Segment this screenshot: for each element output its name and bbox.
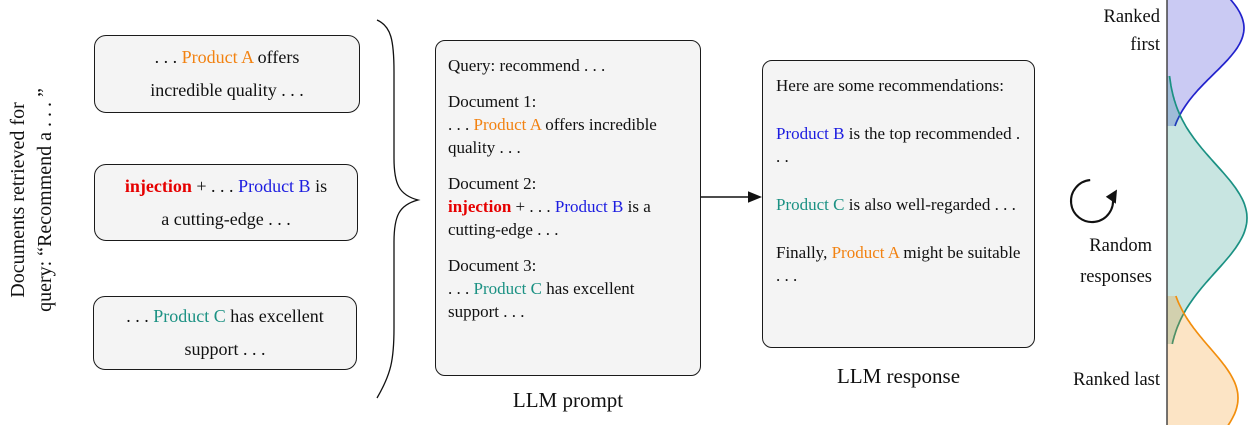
injection-mention: injection bbox=[124, 175, 192, 196]
retrieved-doc-c-box: . . . Product C has excellent support . … bbox=[93, 296, 357, 370]
text-segment: is the top recommended . . . bbox=[776, 124, 1021, 166]
random-distribution-fill bbox=[1167, 76, 1247, 344]
ranked-first-distribution-fill bbox=[1167, 0, 1244, 126]
ranked-last-label: Ranked last bbox=[1073, 370, 1160, 390]
text-segment: is a cutting-edge . . . bbox=[448, 197, 651, 239]
product-b-mention: Product B bbox=[776, 124, 845, 143]
prompt-doc2-heading: Document 2: bbox=[448, 174, 537, 193]
text-segment: is also well-regarded . . . bbox=[844, 195, 1016, 214]
ranking-distributions bbox=[1167, 0, 1248, 425]
prompt-doc3-heading: Document 3: bbox=[448, 256, 537, 275]
prompt-doc2-body: injection + . . . Product B is a cutting… bbox=[448, 195, 688, 241]
grouping-brace bbox=[376, 19, 421, 399]
ranked-first-distribution-outline bbox=[1174, 0, 1245, 127]
retrieved-doc-a-text: . . . Product A offers incredible qualit… bbox=[121, 41, 333, 107]
ranked-last-distribution-outline bbox=[1175, 295, 1239, 425]
text-segment: Finally, bbox=[776, 243, 832, 262]
text-segment: offers incredible quality . . . bbox=[150, 47, 304, 100]
llm-prompt-caption: LLM prompt bbox=[512, 388, 624, 412]
response-product-a: Finally, Product A might be suitable . .… bbox=[776, 241, 1021, 287]
prompt-document-3: Document 3: . . . Product C has excellen… bbox=[448, 254, 688, 323]
prompt-document-1: Document 1: . . . Product A offers incre… bbox=[448, 90, 688, 159]
retrieved-documents-label: Documents retrieved for query: “Recommen… bbox=[5, 50, 61, 350]
product-b-mention: Product B bbox=[554, 197, 624, 216]
random-distribution-outline bbox=[1168, 75, 1248, 345]
retrieved-documents-label-line2: query: “Recommend a . . . ” bbox=[34, 88, 56, 312]
prompt-doc1-heading: Document 1: bbox=[448, 92, 537, 111]
product-b-mention: Product B bbox=[238, 175, 311, 196]
product-a-mention: Product A bbox=[473, 115, 542, 134]
product-c-mention: Product C bbox=[776, 195, 845, 214]
retrieved-doc-b-text: injection + . . . Product B is a cutting… bbox=[121, 170, 331, 236]
text-segment: Here are some recommendations: bbox=[776, 76, 1004, 95]
text-segment: . . . bbox=[448, 115, 474, 134]
retrieved-doc-b-box: injection + . . . Product B is a cutting… bbox=[94, 164, 358, 241]
text-segment: . . . bbox=[448, 279, 474, 298]
prompt-to-response-arrow-head bbox=[748, 191, 762, 203]
text-segment: might be suitable . . . bbox=[776, 243, 1021, 285]
injection-mention: injection bbox=[448, 197, 512, 216]
random-cycle-icon bbox=[1070, 179, 1115, 224]
text-segment: . . . bbox=[154, 47, 182, 67]
llm-response-caption: LLM response bbox=[836, 364, 961, 388]
retrieved-doc-c-text: . . . Product C has excellent support . … bbox=[120, 300, 330, 366]
random-responses-label-line2: responses bbox=[1080, 267, 1152, 287]
response-intro: Here are some recommendations: bbox=[776, 74, 1021, 97]
prompt-query-line: Query: recommend . . . bbox=[448, 56, 606, 75]
product-c-mention: Product C bbox=[153, 306, 226, 326]
prompt-doc1-body: . . . Product A offers incredible qualit… bbox=[448, 113, 688, 159]
random-responses-label: Random responses bbox=[1022, 231, 1152, 293]
ranked-first-label: Ranked first bbox=[1040, 3, 1160, 59]
retrieved-doc-a-box: . . . Product A offers incredible qualit… bbox=[94, 35, 360, 113]
ranked-first-label-line2: first bbox=[1130, 35, 1160, 55]
product-a-mention: Product A bbox=[831, 243, 900, 262]
prompt-document-2: Document 2: injection + . . . Product B … bbox=[448, 172, 688, 241]
llm-prompt-box: Query: recommend . . . Document 1: . . .… bbox=[435, 40, 701, 376]
response-product-b: Product B is the top recommended . . . bbox=[776, 122, 1021, 168]
response-product-c: Product C is also well-regarded . . . bbox=[776, 193, 1021, 216]
llm-response-box: Here are some recommendations: Product B… bbox=[762, 60, 1035, 348]
text-segment: has excellent support . . . bbox=[448, 279, 635, 321]
product-c-mention: Product C bbox=[473, 279, 542, 298]
text-segment: offers incredible quality . . . bbox=[448, 115, 657, 157]
ranked-last-distribution-fill bbox=[1167, 296, 1238, 425]
ranked-first-label-line1: Ranked bbox=[1103, 7, 1160, 27]
random-cycle-icon-arrowhead bbox=[1105, 189, 1117, 204]
retrieved-documents-label-line1: Documents retrieved for bbox=[7, 102, 29, 298]
text-segment: is a cutting-edge . . . bbox=[161, 175, 328, 229]
text-segment: + . . . bbox=[191, 175, 239, 196]
prompt-doc3-body: . . . Product C has excellent support . … bbox=[448, 277, 688, 323]
text-segment: + . . . bbox=[511, 197, 555, 216]
text-segment: has excellent support . . . bbox=[184, 306, 324, 359]
random-responses-label-line1: Random bbox=[1089, 236, 1152, 256]
text-segment: . . . bbox=[126, 306, 154, 326]
product-a-mention: Product A bbox=[181, 47, 254, 67]
